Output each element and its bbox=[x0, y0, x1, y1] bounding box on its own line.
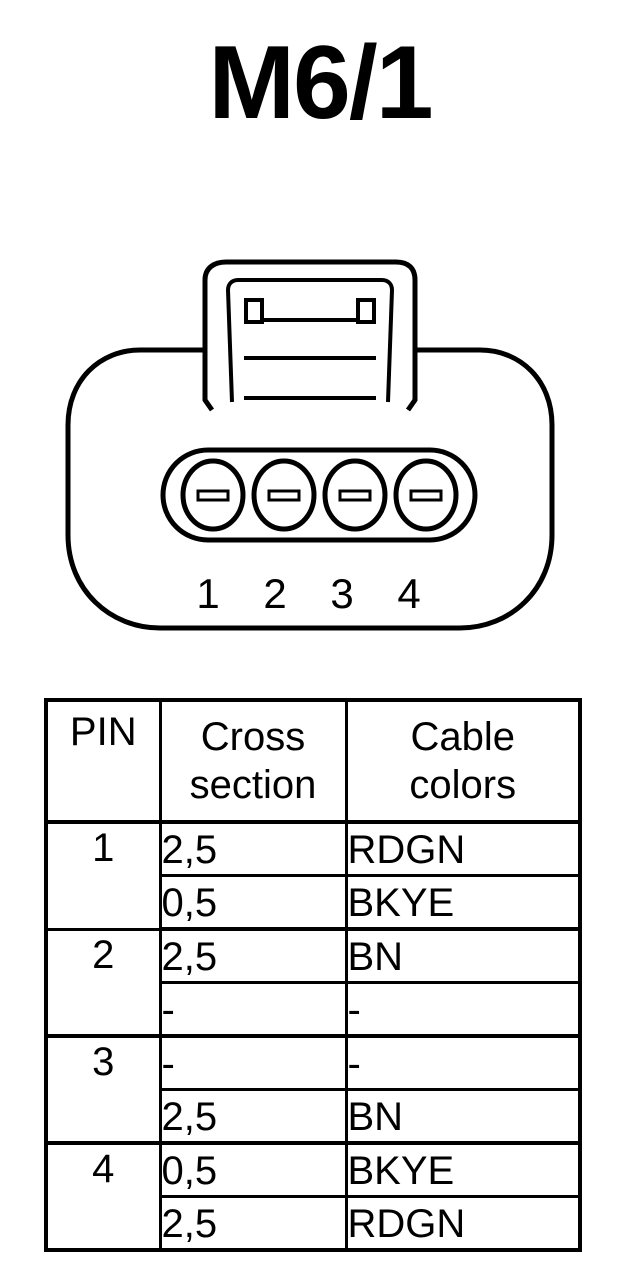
pin-cell: 2 bbox=[44, 927, 162, 1038]
cable-color-cell: BN bbox=[344, 927, 582, 984]
cross-section-cell: 0,5 bbox=[158, 874, 348, 931]
pin-cell: 1 bbox=[44, 820, 162, 931]
locking-tab bbox=[202, 259, 418, 412]
table-row: 2 2,5 BN bbox=[44, 927, 582, 1038]
pin-2 bbox=[251, 458, 317, 532]
cross-section-cell: 2,5 bbox=[158, 1195, 348, 1252]
table-row: 0,5 BKYE bbox=[46, 874, 582, 931]
cross-section-cell: 0,5 bbox=[158, 1141, 348, 1198]
connector-title: M6/1 bbox=[208, 25, 433, 141]
table-row: - - bbox=[46, 981, 582, 1038]
connector-housing bbox=[65, 347, 555, 631]
table-header-row: PIN Cross section Cable colors bbox=[44, 698, 582, 824]
cross-section-cell: 2,5 bbox=[158, 820, 348, 877]
pin-label-3: 3 bbox=[330, 570, 353, 617]
table-row: 2,5 BN bbox=[46, 1088, 582, 1145]
header-cross-section: Cross section bbox=[158, 698, 348, 824]
cross-section-cell: - bbox=[158, 1034, 348, 1091]
pin-assignment-table: PIN Cross section Cable colors 1 2,5 RDG… bbox=[44, 698, 582, 1252]
table-row: 2,5 RDGN bbox=[46, 1195, 582, 1252]
header-cable-colors: Cable colors bbox=[344, 698, 582, 824]
cross-section-cell: 2,5 bbox=[158, 927, 348, 984]
pin-cavity-frame bbox=[160, 447, 478, 543]
pin-cell: 3 bbox=[44, 1034, 162, 1145]
cable-color-cell: - bbox=[344, 981, 582, 1038]
pin-label-4: 4 bbox=[397, 570, 420, 617]
cable-color-cell: RDGN bbox=[344, 1195, 582, 1252]
pin-label-1: 1 bbox=[196, 570, 219, 617]
table-row: 1 2,5 RDGN bbox=[44, 820, 582, 931]
cable-color-cell: - bbox=[344, 1034, 582, 1091]
cross-section-cell: 2,5 bbox=[158, 1088, 348, 1145]
pin-label-2: 2 bbox=[263, 570, 286, 617]
header-pin: PIN bbox=[44, 698, 162, 824]
locking-tab-inner bbox=[225, 278, 395, 403]
connector-drawing: 1 2 3 4 bbox=[65, 259, 555, 631]
cable-color-cell: BN bbox=[344, 1088, 582, 1145]
cable-color-cell: RDGN bbox=[344, 820, 582, 877]
cross-section-cell: - bbox=[158, 981, 348, 1038]
cable-color-cell: BKYE bbox=[344, 874, 582, 931]
pin-cell: 4 bbox=[44, 1141, 162, 1252]
pin-4 bbox=[393, 458, 459, 532]
pin-1 bbox=[180, 458, 246, 532]
table-row: 3 - - bbox=[44, 1034, 582, 1145]
pin-3 bbox=[322, 458, 388, 532]
cable-color-cell: BKYE bbox=[344, 1141, 582, 1198]
table-row: 4 0,5 BKYE bbox=[44, 1141, 582, 1252]
